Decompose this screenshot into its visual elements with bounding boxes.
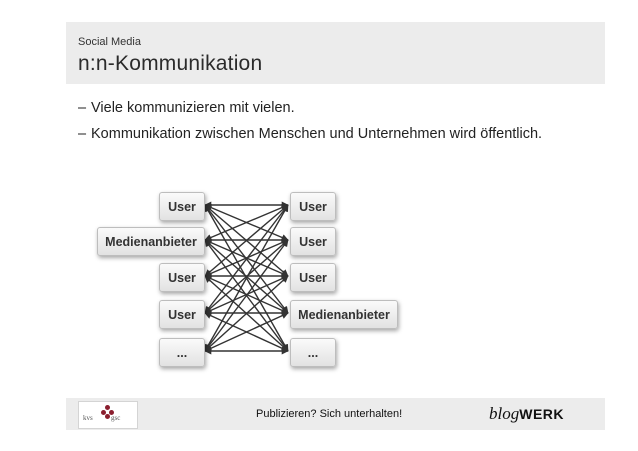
right-node-user: User xyxy=(290,263,336,292)
bullet-item: – Kommunikation zwischen Menschen und Un… xyxy=(66,124,586,144)
kvs-gsc-logo: kvs gsc xyxy=(78,401,138,429)
left-node-user: User xyxy=(159,263,205,292)
right-node-ellipsis: ... xyxy=(290,338,336,367)
bullet-dash: – xyxy=(78,126,87,142)
bullet-text: Viele kommunizieren mit vielen. xyxy=(91,100,295,116)
right-node-user: User xyxy=(290,227,336,256)
logo-dots-icon xyxy=(101,405,115,419)
right-node-medienanbieter: Medienanbieter xyxy=(290,300,398,329)
slide-title: n:n-Kommunikation xyxy=(78,52,263,75)
footer-tagline: Publizieren? Sich unterhalten! xyxy=(256,408,403,420)
left-node-user: User xyxy=(159,300,205,329)
bullet-text: Kommunikation zwischen Menschen und Unte… xyxy=(91,126,543,142)
bullet-item: – Viele kommunizieren mit vielen. xyxy=(66,98,586,118)
blogwerk-bold: WERK xyxy=(519,406,565,422)
slide-header: Social Media n:n-Kommunikation xyxy=(66,22,605,84)
connection-line-4-3 xyxy=(204,312,289,352)
connection-lines xyxy=(204,201,289,355)
logo-right-text: gsc xyxy=(111,414,121,422)
left-node-medienanbieter: Medienanbieter xyxy=(97,227,205,256)
slide-kicker: Social Media xyxy=(78,36,141,48)
right-node-user: User xyxy=(290,192,336,221)
bullet-list: – Viele kommunizieren mit vielen. – Komm… xyxy=(66,98,586,150)
logo-left-text: kvs xyxy=(83,414,93,422)
left-node-ellipsis: ... xyxy=(159,338,205,367)
network-diagram: User Medienanbieter User User ... User U… xyxy=(92,180,402,375)
left-node-user: User xyxy=(159,192,205,221)
slide-footer: kvs gsc Publizieren? Sich unterhalten! b… xyxy=(66,398,605,430)
bullet-dash: – xyxy=(78,100,87,116)
blogwerk-logo: blogWERK xyxy=(489,404,564,424)
blogwerk-script: blog xyxy=(489,404,520,423)
